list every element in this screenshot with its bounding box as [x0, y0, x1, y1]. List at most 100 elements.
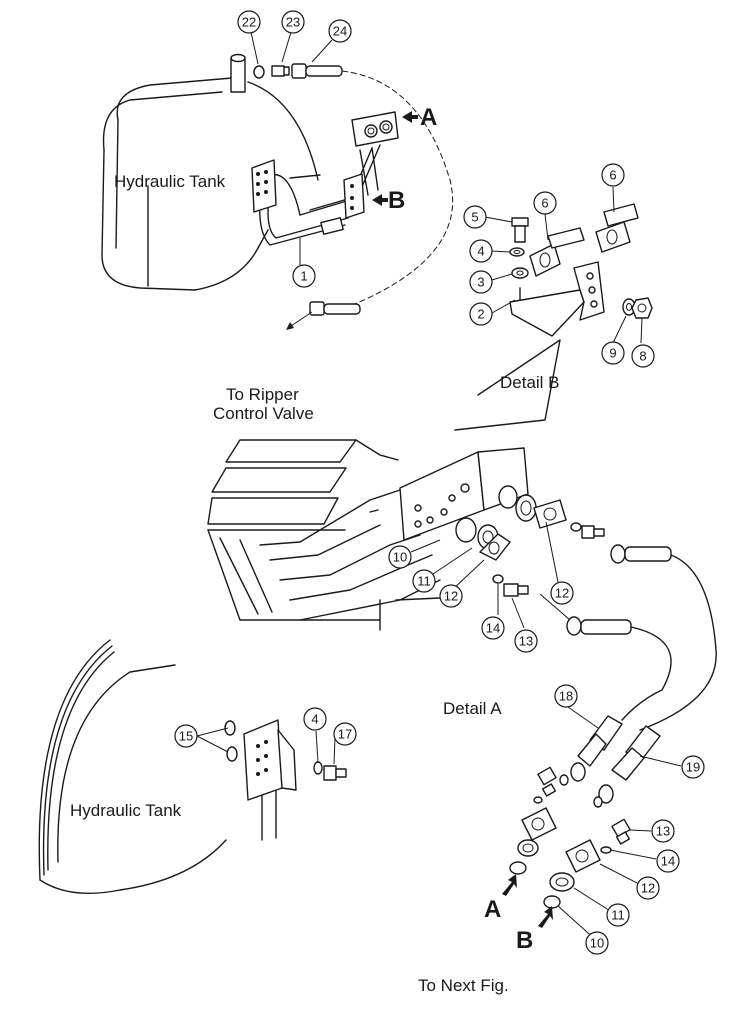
callout-11a: 11: [412, 569, 436, 593]
bolt-12b: [581, 525, 605, 539]
washer-left-detail: [533, 796, 543, 804]
marker-a-top-arrow: [402, 111, 418, 123]
callout-4a: 4: [469, 239, 493, 263]
svg-text:24: 24: [333, 24, 347, 39]
clamp-6a: [529, 227, 585, 277]
bracket-15: [243, 719, 297, 801]
callout-5: 5: [463, 205, 487, 229]
flange-adapter-upper: [515, 494, 537, 522]
callout-15: 15: [174, 724, 198, 748]
svg-text:4: 4: [311, 712, 318, 727]
callout-13b: 13: [651, 819, 675, 843]
split-flange-12c: [565, 839, 601, 873]
svg-text:23: 23: [286, 15, 300, 30]
svg-text:3: 3: [477, 275, 484, 290]
bolt-left-detail: [537, 766, 557, 797]
svg-text:6: 6: [541, 196, 548, 211]
washer-3: [511, 267, 529, 279]
svg-text:19: 19: [686, 760, 700, 775]
callout-17: 17: [333, 722, 357, 746]
callout-18: 18: [554, 684, 578, 708]
bolt-13a: [503, 583, 529, 597]
bolt-17: [323, 765, 347, 781]
callout-19: 19: [681, 755, 705, 779]
marker-a-top: A: [420, 104, 437, 131]
to-ripper-label-line1: To Ripper: [226, 385, 299, 404]
callout-8: 8: [631, 344, 655, 368]
callout-22: 22: [237, 10, 261, 34]
svg-text:1: 1: [300, 269, 307, 284]
fitting-23-elbow: [271, 65, 290, 77]
bracket-left: [251, 159, 277, 213]
detail-b-label: Detail B: [500, 373, 560, 392]
svg-text:12: 12: [444, 589, 458, 604]
leader-lines: [196, 31, 682, 942]
svg-text:12: 12: [555, 586, 569, 601]
svg-text:2: 2: [477, 307, 484, 322]
svg-text:14: 14: [486, 621, 500, 636]
callout-9: 9: [601, 341, 625, 365]
callout-11b: 11: [606, 903, 630, 927]
svg-text:18: 18: [559, 689, 573, 704]
svg-text:5: 5: [471, 210, 478, 225]
svg-text:4: 4: [477, 244, 484, 259]
clamp-6b: [595, 203, 639, 253]
callout-6b: 6: [601, 163, 625, 187]
svg-text:10: 10: [590, 936, 604, 951]
bottom-hydraulic-tank: [38, 639, 277, 894]
bracket-2: [509, 261, 605, 337]
svg-text:13: 13: [656, 824, 670, 839]
washer-14a: [492, 574, 504, 584]
washer-14b: [600, 846, 612, 854]
bottom-hydraulic-tank-label: Hydraulic Tank: [70, 801, 182, 820]
hose-19: [598, 725, 661, 804]
hose-end-right-lower: [566, 616, 632, 636]
callout-13a: 13: [514, 629, 538, 653]
svg-text:12: 12: [641, 881, 655, 896]
oring-mid: [455, 517, 477, 543]
flow-arrow-head: [286, 322, 294, 330]
oring-15a: [224, 720, 236, 736]
svg-text:8: 8: [639, 349, 646, 364]
svg-text:15: 15: [179, 729, 193, 744]
oring-small-2: [593, 796, 603, 808]
callout-10b: 10: [585, 931, 609, 955]
svg-text:17: 17: [338, 727, 352, 742]
svg-text:11: 11: [417, 574, 431, 589]
bracket-right: [343, 173, 365, 219]
callout-10a: 10: [388, 545, 412, 569]
oring-left: [509, 861, 527, 875]
flange-adapter-11b: [549, 872, 575, 892]
svg-text:6: 6: [609, 168, 616, 183]
marker-a-bottom: A: [484, 896, 501, 923]
to-next-fig-label: To Next Fig.: [418, 976, 509, 995]
svg-text:14: 14: [661, 854, 675, 869]
callout-12b: 12: [550, 581, 574, 605]
nut-8: [631, 297, 653, 319]
svg-text:11: 11: [611, 908, 625, 923]
callout-14b: 14: [656, 849, 680, 873]
callout-14a: 14: [481, 616, 505, 640]
callout-1: 1: [292, 264, 316, 288]
detail-a-label: Detail A: [443, 699, 502, 718]
marker-b-bottom: B: [516, 927, 533, 954]
callout-24: 24: [328, 19, 352, 43]
filler-neck: [230, 53, 246, 93]
hose-tie-line: [539, 593, 571, 621]
oring-upper-right: [498, 485, 518, 509]
marker-b-top-arrow: [372, 194, 388, 206]
washer-4b: [313, 761, 323, 775]
callout-4b: 4: [303, 707, 327, 731]
washer-12b: [570, 522, 582, 532]
hose-24-end: [291, 63, 343, 79]
svg-text:9: 9: [609, 346, 616, 361]
svg-text:13: 13: [519, 634, 533, 649]
fitting-22-oring: [253, 65, 265, 79]
hose-upper-route: [639, 554, 717, 731]
callout-23: 23: [281, 10, 305, 34]
callout-12c: 12: [636, 876, 660, 900]
control-valve-stack: [207, 439, 529, 631]
flange-adapter-left: [517, 839, 539, 857]
oring-small-1: [559, 774, 569, 786]
